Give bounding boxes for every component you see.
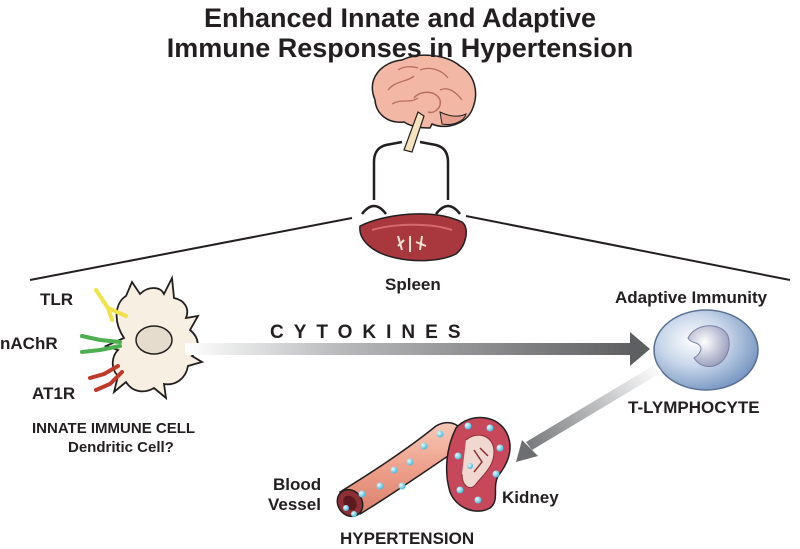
nerve-connector-lines xyxy=(361,140,461,215)
t-cell-to-kidney-arrow-icon xyxy=(516,364,662,462)
hypertension-label: HYPERTENSION xyxy=(340,529,475,548)
adaptive-immunity-label: Adaptive Immunity xyxy=(615,288,768,307)
t-lymphocyte-label: T-LYMPHOCYTE xyxy=(628,398,760,417)
title-line-2: Immune Responses in Hypertension xyxy=(166,33,634,63)
innate-immune-cell-label: INNATE IMMUNE CELL xyxy=(32,420,196,437)
title-line-1: Enhanced Innate and Adaptive xyxy=(203,3,597,33)
vessel-label: Vessel xyxy=(268,495,321,514)
at1r-receptor-icon xyxy=(88,364,124,392)
at1r-label: AT1R xyxy=(32,384,76,403)
tlr-label: TLR xyxy=(40,290,74,309)
spleen-label: Spleen xyxy=(385,275,441,294)
cytokines-label: CYTOKINES xyxy=(270,322,471,343)
spleen-icon xyxy=(359,213,468,262)
nachr-label: nAChR xyxy=(0,334,58,353)
tlr-receptor-icon xyxy=(94,288,128,322)
brain-icon xyxy=(371,54,477,153)
t-lymphocyte-icon xyxy=(653,309,759,391)
nachr-receptor-icon xyxy=(80,334,122,354)
right-divider-line xyxy=(465,215,791,281)
blood-label: Blood xyxy=(273,475,322,494)
infiltrating-cells-icon xyxy=(343,422,504,517)
cytokines-arrow-icon xyxy=(185,332,650,366)
kidney-label: Kidney xyxy=(502,488,559,507)
dendritic-cell-icon xyxy=(103,274,205,401)
dendritic-cell-label: Dendritic Cell? xyxy=(68,439,174,456)
blood-vessel-icon xyxy=(336,421,465,518)
left-divider-line xyxy=(29,217,353,281)
